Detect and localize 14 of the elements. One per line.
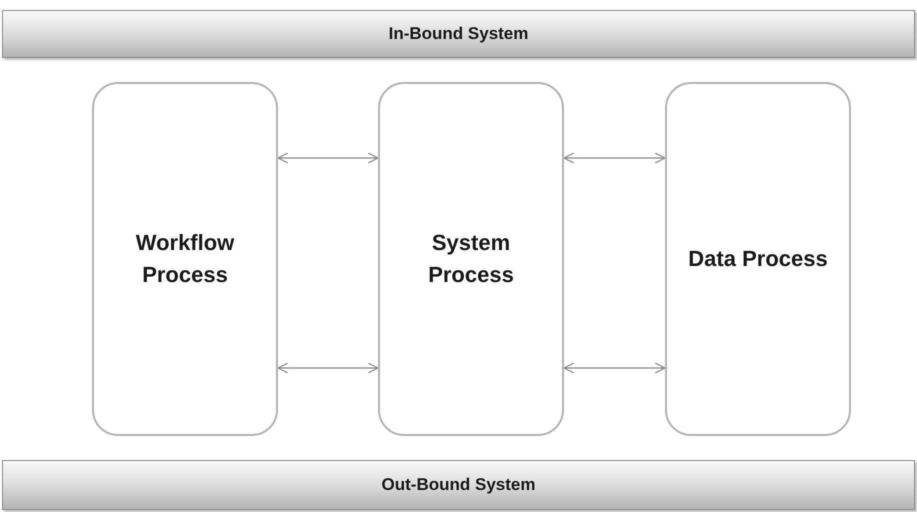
- double-arrow: [277, 152, 379, 164]
- process-box: [378, 82, 564, 436]
- double-arrow: [277, 362, 379, 374]
- bar-label: In-Bound System: [388, 23, 528, 46]
- double-arrow: [563, 152, 666, 164]
- system-bar: [2, 460, 915, 510]
- double-arrow: [563, 362, 666, 374]
- process-box: [92, 82, 278, 436]
- process-box: [665, 82, 851, 436]
- system-bar: [2, 10, 915, 58]
- box-label: Data Process: [688, 245, 828, 273]
- bar-label: Out-Bound System: [382, 474, 536, 496]
- box-label: System Process: [427, 229, 515, 289]
- box-label: Workflow Process: [134, 229, 236, 289]
